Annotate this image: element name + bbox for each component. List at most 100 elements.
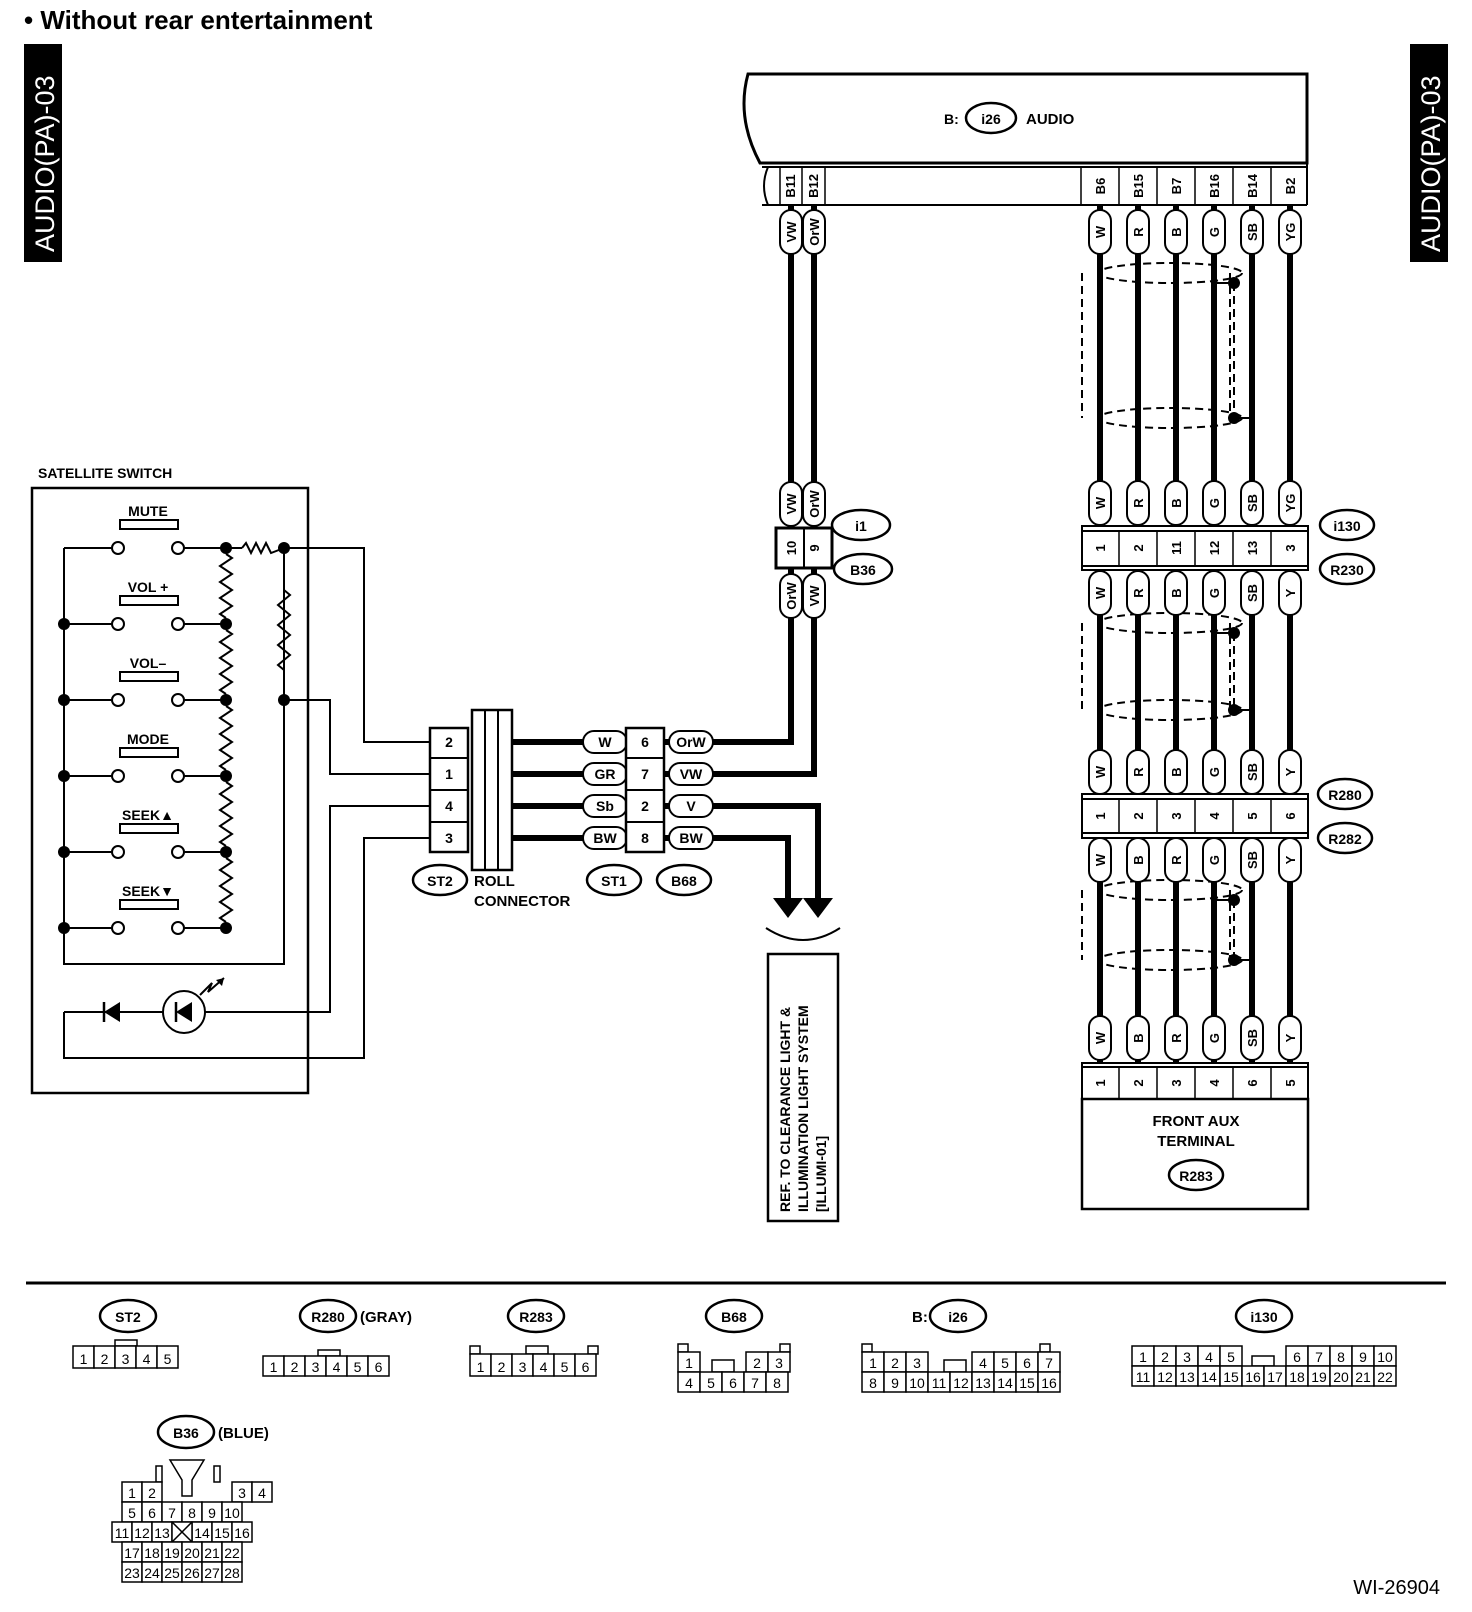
legend-i130-oval (1234, 1298, 1294, 1334)
wire (664, 803, 821, 898)
legend-r283-pin: 5 (561, 1359, 569, 1375)
legend-b36-pin: 3 (238, 1485, 246, 1501)
pin-number: 9 (807, 544, 822, 551)
wire-tag-label: YG (1283, 223, 1298, 242)
legend-b68-pin: 8 (773, 1375, 781, 1391)
legend-i130-pin: 19 (1311, 1369, 1327, 1385)
wire-tag-label: G (1207, 498, 1222, 508)
legend-st2-pin: 5 (164, 1351, 172, 1367)
wire-tag-label: W (1093, 853, 1108, 866)
legend-i130-pin: 10 (1377, 1349, 1393, 1365)
legend-r283-cell (574, 1353, 597, 1377)
legend-i130-pin: 12 (1157, 1369, 1173, 1385)
button-bar (119, 899, 179, 910)
connector-label-i130: i130 (1333, 518, 1360, 534)
junction-dot (220, 846, 232, 858)
circuit-line (284, 547, 430, 743)
pin-number: 10 (784, 541, 799, 555)
figure-id: WI-26904 (1353, 1577, 1440, 1599)
wire-tag-label: G (1207, 855, 1222, 865)
legend-i26-pin: 13 (975, 1375, 991, 1391)
connector-label-b36: B36 (850, 562, 876, 578)
legend-r280-pin: 6 (375, 1359, 383, 1375)
legend-i26-pin: 9 (891, 1375, 899, 1391)
legend-b36-pin: 18 (144, 1545, 160, 1561)
legend-r283: R283 (519, 1309, 553, 1325)
wire-tag-label: OrW (676, 734, 706, 750)
connector-label-r230: R230 (1330, 562, 1364, 578)
legend-i26-pin: 15 (1019, 1375, 1035, 1391)
legend-i130-pin: 8 (1337, 1349, 1345, 1365)
switch-contact (111, 845, 125, 859)
junction-dot (220, 770, 232, 782)
wire-tag-label: W (1093, 225, 1108, 238)
legend-b36-pin: 21 (204, 1545, 220, 1561)
legend-r280-pin: 3 (312, 1359, 320, 1375)
legend-i26-pin: 5 (1001, 1355, 1009, 1371)
legend-st2-pin: 4 (143, 1351, 151, 1367)
junction-dot (220, 694, 232, 706)
wire-tag (668, 730, 714, 754)
wire-tag (1088, 209, 1112, 255)
legend-i26-pin: 1 (869, 1355, 877, 1371)
legend-b36-pin: 22 (224, 1545, 240, 1561)
button-label: SEEK▼ (122, 883, 174, 899)
button-label: MUTE (128, 503, 168, 519)
wire-tag-label: R (1169, 855, 1184, 865)
connector-label-r280: R280 (1328, 787, 1362, 803)
connector-i1-b36: i1 B36 (774, 508, 894, 586)
switch-contact (111, 541, 125, 555)
wire-tag (668, 826, 714, 850)
legend-i26-pin: 7 (1045, 1355, 1053, 1371)
side-tab-left-label: AUDIO(PA)-03 (30, 75, 60, 252)
legend-i26-pin: 12 (953, 1375, 969, 1391)
legend-b36-oval (156, 1414, 216, 1450)
circuit-line (241, 540, 285, 556)
legend-i130-pin: 9 (1359, 1349, 1367, 1365)
legend-b36-pin: 8 (188, 1505, 196, 1521)
wire-tag (1126, 209, 1150, 255)
pin-number: 3 (1169, 1079, 1184, 1086)
wire-tag (1202, 1015, 1226, 1061)
legend-b36-pin: 20 (184, 1545, 200, 1561)
shielded-cable-groups (1081, 262, 1253, 1015)
legend-i26-pin: 16 (1041, 1375, 1057, 1391)
wire-tag (1126, 1015, 1150, 1061)
shield-top (1097, 612, 1243, 634)
b68-pin: 7 (641, 766, 649, 782)
wire-tag-label: G (1207, 227, 1222, 237)
junction-dot (220, 922, 232, 934)
legend-i130-pin: 13 (1179, 1369, 1195, 1385)
pin-number: 12 (1207, 541, 1222, 555)
wire-tag-label: B (1131, 855, 1146, 864)
shield-top (1097, 879, 1243, 901)
legend-st2-pin: 1 (80, 1351, 88, 1367)
wire (664, 568, 794, 745)
legend-b36-note: (BLUE) (218, 1425, 269, 1442)
ref-line-1: REF. TO CLEARANCE LIGHT & (777, 1007, 793, 1212)
circuit-line (218, 705, 234, 771)
wire-tag-label: R (1131, 498, 1146, 508)
pin-number: 6 (1245, 1079, 1260, 1086)
legend-b68-pin: 6 (729, 1375, 737, 1391)
legend-i130-cell (1373, 1365, 1397, 1387)
legend-b36-key (168, 1459, 206, 1497)
wire-tag (1202, 209, 1226, 255)
audio-pin: B14 (1245, 173, 1260, 198)
switch-contact (171, 845, 185, 859)
pin-number: 3 (1169, 812, 1184, 819)
audio-pin: B6 (1093, 178, 1108, 195)
wire-tag-label: VW (807, 585, 822, 607)
wire-tag-label: SB (1245, 223, 1260, 241)
roll-label-2: CONNECTOR (474, 893, 571, 910)
legend-i26-pin: 10 (909, 1375, 925, 1391)
st2-pin: 2 (445, 734, 453, 750)
pin-number: 1 (1093, 812, 1108, 819)
legend-i26-prefix: B: (912, 1309, 928, 1326)
wire-tag-label: GR (595, 766, 616, 782)
legend-b36-pin: 25 (164, 1565, 180, 1581)
legend-b68-pin: 7 (751, 1375, 759, 1391)
audio-unit-connector: i26 (981, 111, 1001, 127)
